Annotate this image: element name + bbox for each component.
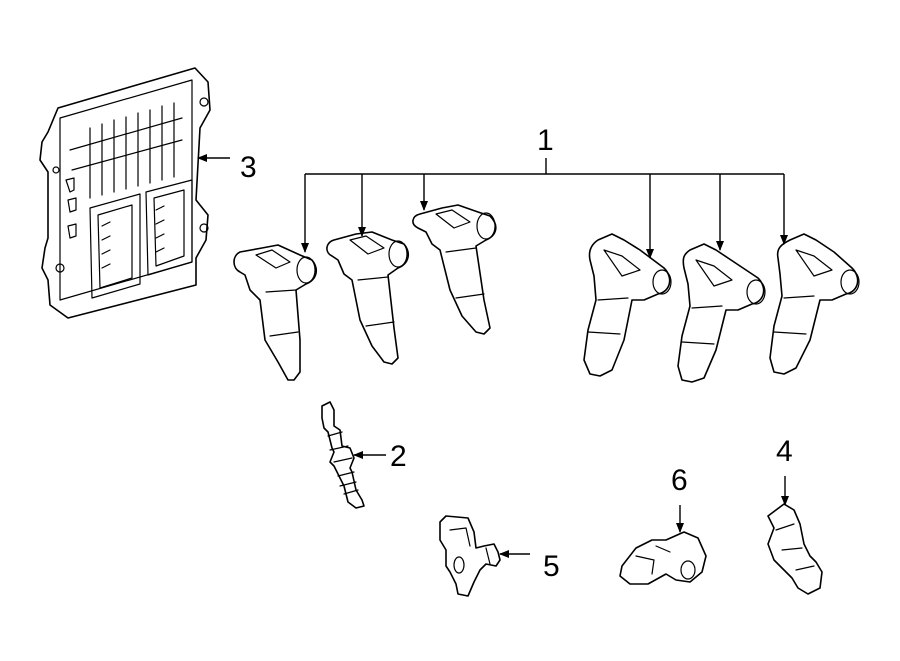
callout-4: 4 (776, 435, 793, 468)
callout-3: 3 (240, 151, 257, 184)
ignition-coil-2 (326, 231, 410, 365)
callout-5: 5 (543, 550, 560, 583)
callout-2: 2 (390, 440, 407, 473)
callout-1: 1 (537, 124, 554, 157)
ignition-coil-5 (677, 243, 766, 383)
callout-1-leader (301, 158, 788, 259)
engine-control-module (39, 67, 211, 319)
sensor-4 (767, 503, 823, 595)
ignition-coil-3 (412, 204, 497, 335)
ignition-coil-1 (233, 244, 318, 381)
ignition-coil-4 (583, 233, 672, 377)
sensor-6 (619, 531, 707, 585)
spark-plug (321, 401, 365, 509)
ignition-coil-6 (769, 233, 860, 375)
sensor-5 (439, 515, 501, 597)
callout-6: 6 (671, 464, 688, 497)
